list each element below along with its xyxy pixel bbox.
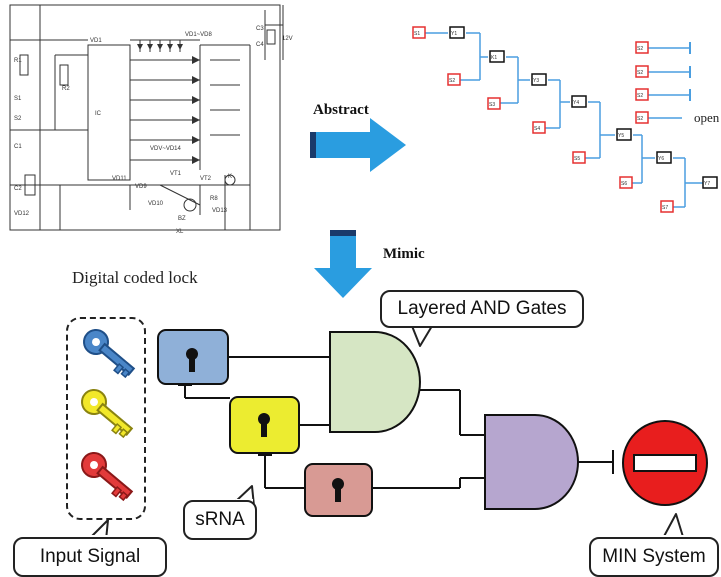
- circuit-label: VD12: [14, 211, 30, 217]
- circuit-label: VD10: [148, 201, 164, 207]
- network-node-label: Y5: [618, 133, 624, 139]
- circuit-label: S2: [14, 116, 22, 122]
- circuit-label: K: [228, 174, 232, 180]
- circuit-label: VD9: [135, 184, 147, 190]
- circuit-label: VD1: [90, 38, 102, 44]
- circuit-label: R1: [14, 58, 22, 64]
- digital-coded-lock-caption: Digital coded lock: [72, 268, 198, 287]
- keys-container: [66, 317, 146, 520]
- circuit-label: C3: [256, 26, 264, 32]
- network-node-label: K1: [491, 55, 497, 61]
- circuit-label: C2: [14, 186, 22, 192]
- network-node-label: Y1: [451, 31, 457, 37]
- network-node-label: S4: [534, 126, 540, 132]
- circuit-label: BZ: [178, 216, 186, 222]
- network-node-label: S5: [574, 156, 580, 162]
- network-node-label: Y7: [704, 181, 710, 187]
- layered-and-gates-callout: Layered AND Gates: [380, 290, 584, 328]
- network-node-label: S2: [449, 78, 455, 84]
- network-node-label: Y6: [658, 156, 664, 162]
- circuit-label: IC: [95, 111, 102, 117]
- circuit-label: 12V: [282, 36, 293, 42]
- network-node-label: S2: [637, 116, 643, 122]
- circuit-label: C1: [14, 144, 22, 150]
- circuit-label: VDV~VD14: [150, 146, 182, 152]
- network-node-label: S3: [489, 102, 495, 108]
- network-node-label: S1: [414, 31, 420, 37]
- circuit-label: C4: [256, 42, 264, 48]
- circuit-label: VT1: [170, 171, 182, 177]
- mimic-label: Mimic: [383, 246, 425, 262]
- circuit-label: XL: [176, 229, 184, 235]
- circuit-label: VT2: [200, 176, 212, 182]
- circuit-label: R2: [62, 86, 70, 92]
- network-node-label: Y3: [533, 78, 539, 84]
- abstract-label: Abstract: [313, 102, 369, 118]
- network-node-label: S2: [637, 93, 643, 99]
- network-node-label: S7: [662, 205, 668, 211]
- open-label: open: [694, 110, 720, 125]
- circuit-label: VD13: [212, 208, 228, 214]
- input-signal-callout: Input Signal: [13, 537, 167, 577]
- min-system-callout: MIN System: [589, 537, 719, 577]
- network-node-label: S2: [637, 46, 643, 52]
- network-node-label: S6: [621, 181, 627, 187]
- circuit-label: R8: [210, 196, 218, 202]
- circuit-label: S1: [14, 96, 22, 102]
- srna-callout: sRNA: [183, 500, 257, 540]
- network-node-label: Y4: [573, 100, 579, 106]
- circuit-label: VD1~VD8: [185, 32, 213, 38]
- circuit-label: VD11: [112, 176, 127, 182]
- network-node-label: S2: [637, 70, 643, 76]
